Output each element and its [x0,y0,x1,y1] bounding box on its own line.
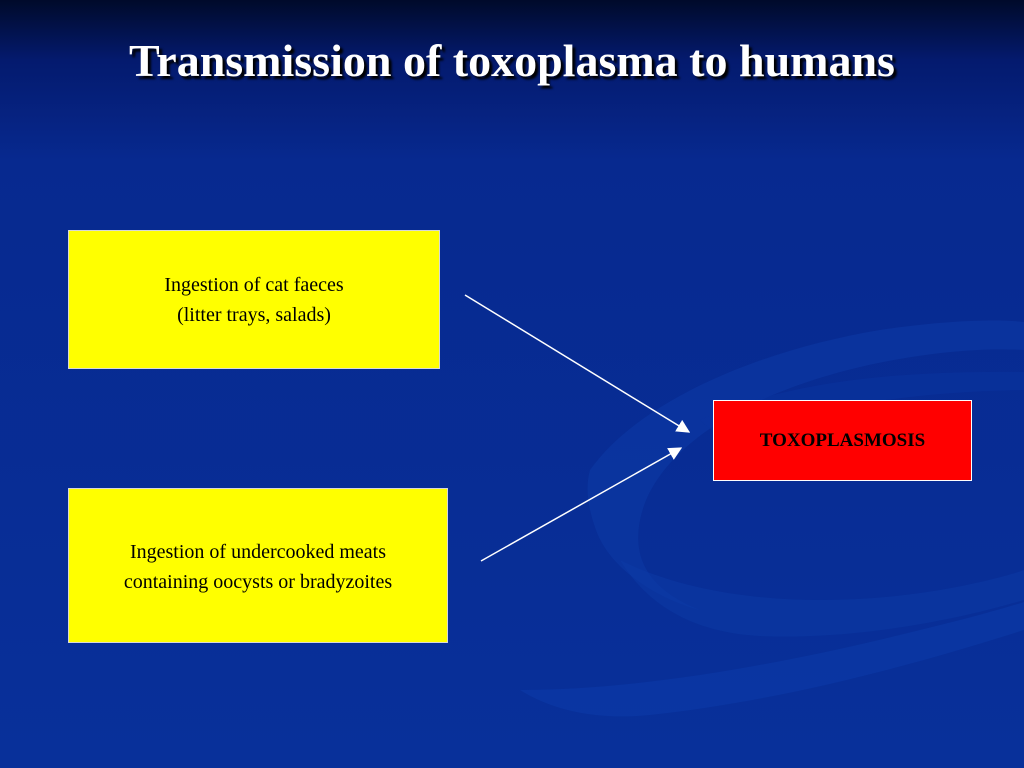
arrow-from-cat-faeces [464,294,691,433]
source-box-undercooked-meats: Ingestion of undercooked meats containin… [68,488,448,643]
slide-title: Transmission of toxoplasma to humans [129,35,895,86]
source-box-line: Ingestion of cat faeces [164,274,344,296]
outcome-box-label: TOXOPLASMOSIS [759,429,926,451]
source-box-cat-faeces: Ingestion of cat faeces (litter trays, s… [68,230,440,369]
outcome-box-toxoplasmosis: TOXOPLASMOSIS [713,400,972,481]
source-box-line: Ingestion of undercooked meats [129,541,387,563]
arrow-from-undercooked-meats [480,447,683,562]
source-box-line: containing oocysts or bradyzoites [123,571,393,593]
source-box-line: (litter trays, salads) [177,304,331,326]
